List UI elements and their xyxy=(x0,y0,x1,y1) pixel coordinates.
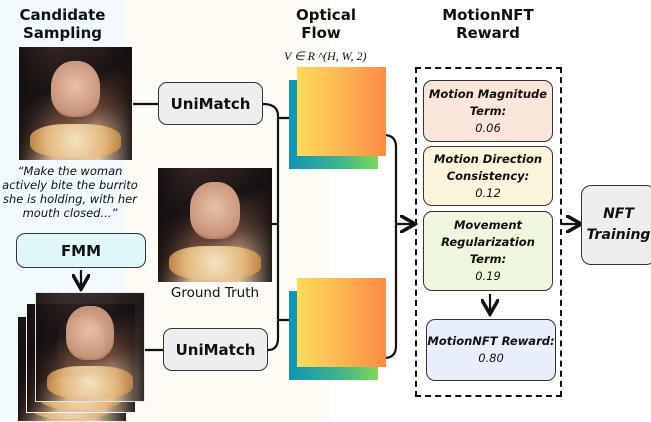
nft-training-line1: NFT xyxy=(603,206,634,222)
unimatch-bottom-label: UniMatch xyxy=(175,340,256,359)
final-reward-box: MotionNFT Reward: 0.80 xyxy=(426,319,556,381)
unimatch-top-button[interactable]: UniMatch xyxy=(158,82,263,125)
term-label: Motion Magnitude Term: xyxy=(428,86,548,118)
motionnft-reward-title: MotionNFT Reward xyxy=(442,6,534,42)
nft-training-box[interactable]: NFT Training xyxy=(581,185,651,265)
unimatch-top-label: UniMatch xyxy=(170,94,251,113)
fmm-label: FMM xyxy=(60,241,102,260)
input-image xyxy=(19,47,132,160)
fmm-box[interactable]: FMM xyxy=(16,233,146,268)
ground-truth-label: Ground Truth xyxy=(170,285,260,301)
reward-container xyxy=(415,67,562,397)
final-reward-label: MotionNFT Reward: xyxy=(427,334,555,348)
flow-map-bottom-front xyxy=(297,278,386,367)
unimatch-bracket-line xyxy=(262,102,280,352)
generated-frame-1 xyxy=(35,292,145,402)
term-value: 0.12 xyxy=(475,185,501,200)
term-motion-magnitude: Motion Magnitude Term: 0.06 xyxy=(423,80,553,142)
ground-truth-image xyxy=(158,168,272,282)
term-value: 0.06 xyxy=(475,120,501,135)
candidate-sampling-title: Candidate Sampling xyxy=(19,6,106,42)
term-motion-direction: Motion Direction Consistency: 0.12 xyxy=(423,146,553,206)
flow-map-top-front xyxy=(297,67,386,156)
term-label: Motion Direction Consistency: xyxy=(433,151,543,183)
unimatch-bottom-button[interactable]: UniMatch xyxy=(163,328,268,371)
final-reward-value: 0.80 xyxy=(478,351,504,365)
term-label: Movement Regularization Term: xyxy=(441,218,535,266)
nft-training-line2: Training xyxy=(586,227,651,243)
prompt-text: “Make the woman actively bite the burrit… xyxy=(2,164,138,220)
flow-merge-bracket xyxy=(366,133,398,360)
term-value: 0.19 xyxy=(475,269,501,283)
optical-flow-title: Optical Flow xyxy=(296,6,356,42)
flow-formula: V ∈ R ^(H, W, 2) xyxy=(284,49,367,63)
term-movement-regularization: Movement Regularization Term: 0.19 xyxy=(423,211,553,291)
